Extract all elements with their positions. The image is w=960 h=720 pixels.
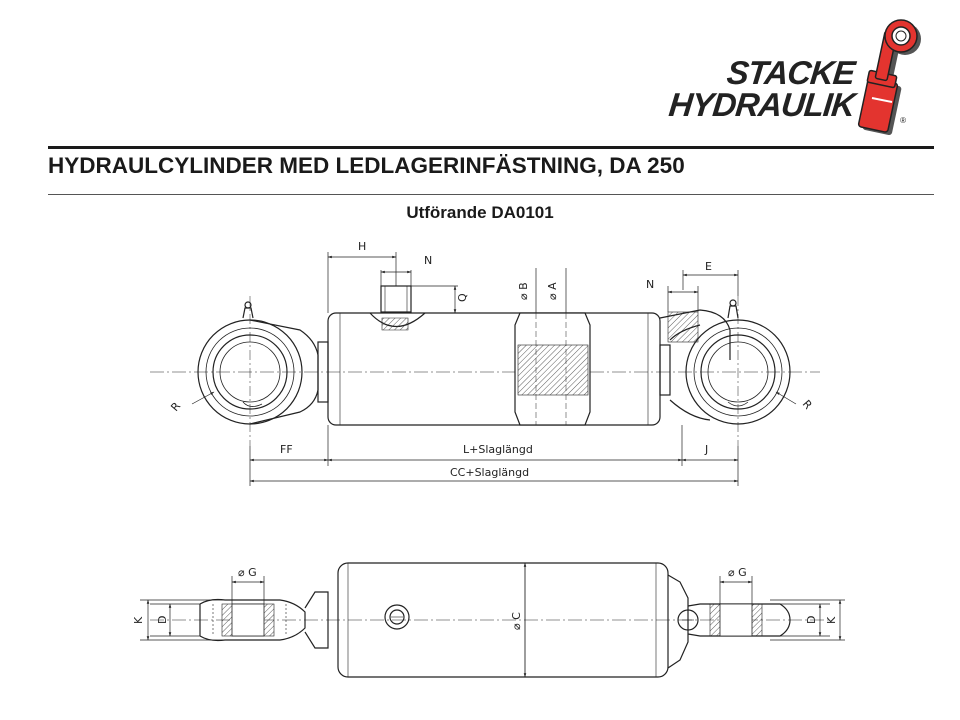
dim-label-b: ⌀ B (517, 282, 530, 300)
dim-label-l-stroke: L+Slaglängd (463, 443, 533, 456)
brand-logo: STACKE HYDRAULIK ® (630, 10, 950, 140)
cylinder-logo-icon (857, 19, 921, 136)
dim-label-r-right: R (800, 398, 815, 412)
registered-mark: ® (900, 116, 906, 125)
dim-label-n-left: N (424, 254, 432, 267)
document-title: HYDRAULCYLINDER MED LEDLAGERINFÄSTNING, … (48, 153, 685, 178)
dim-label-g-right: ⌀ G (728, 566, 747, 579)
side-view-labels: H N Q ⌀ B ⌀ A N E R R FF L+Slaglängd J C… (168, 240, 814, 479)
header-rule (48, 146, 934, 149)
dim-label-d-left: D (156, 616, 169, 624)
dim-label-a: ⌀ A (546, 282, 559, 300)
dim-label-d-right: D (805, 616, 818, 624)
dim-label-cc-stroke: CC+Slaglängd (450, 466, 529, 479)
top-view-dimensions (140, 562, 845, 678)
dim-label-c: ⌀ C (510, 612, 523, 630)
dim-label-j: J (704, 443, 708, 456)
dim-label-n-right: N (646, 278, 654, 291)
title-rule (48, 194, 934, 195)
dim-label-r-left: R (168, 399, 183, 413)
side-view (150, 285, 820, 446)
dim-label-k-right: K (825, 616, 838, 624)
dim-label-ff: FF (280, 443, 293, 456)
dim-label-e: E (705, 260, 712, 273)
document-subtitle: Utförande DA0101 (406, 203, 554, 222)
top-view-labels: ⌀ G ⌀ G K D ⌀ C D K (132, 566, 838, 630)
dim-label-q: Q (456, 293, 469, 302)
dim-label-h: H (358, 240, 366, 253)
dim-label-k-left: K (132, 616, 145, 624)
dim-label-g-left: ⌀ G (238, 566, 257, 579)
top-view (150, 562, 830, 678)
side-view-dimensions (191, 252, 797, 486)
